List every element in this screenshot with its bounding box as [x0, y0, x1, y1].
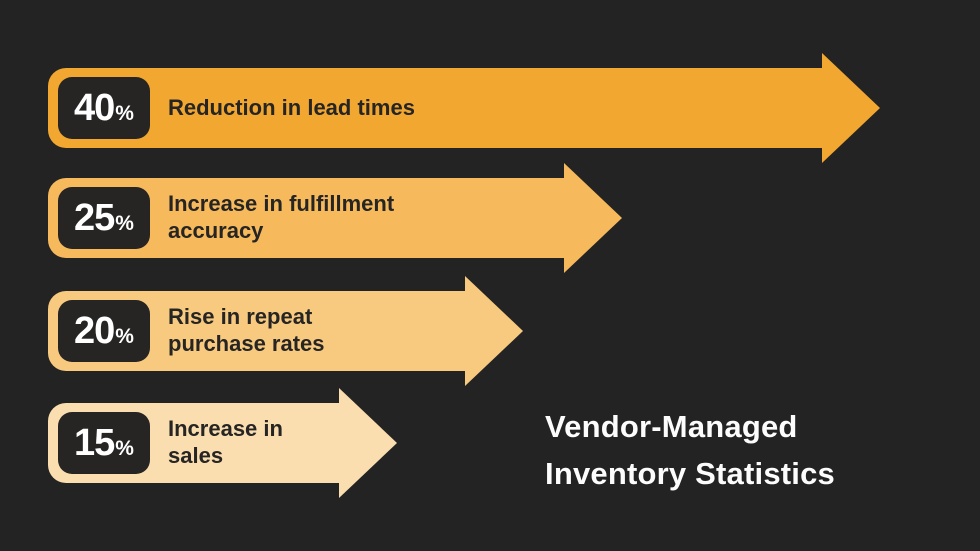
arrow-head-icon	[822, 53, 880, 163]
percent-sign: %	[115, 324, 134, 348]
stat-label: Rise in repeat purchase rates	[168, 304, 325, 356]
percent-badge: 15 %	[58, 412, 150, 474]
percent-value: 25	[74, 196, 115, 239]
arrow-body: 40 % Reduction in lead times	[48, 68, 822, 148]
stat-label: Reduction in lead times	[168, 94, 415, 120]
stat-arrow-row: 20 % Rise in repeat purchase rates	[48, 276, 523, 386]
percent-sign: %	[115, 101, 134, 125]
stat-arrow-row: 25 % Increase in fulfillment accuracy	[48, 163, 622, 273]
arrow-head-icon	[564, 163, 622, 273]
percent-badge: 40 %	[58, 77, 150, 139]
arrow-head-icon	[339, 388, 397, 498]
percent-badge: 20 %	[58, 300, 150, 362]
percent-badge: 25 %	[58, 187, 150, 249]
percent-sign: %	[115, 436, 134, 460]
page-title: Vendor-Managed Inventory Statistics	[545, 409, 835, 491]
percent-value: 20	[74, 309, 115, 352]
stat-label: Increase in fulfillment accuracy	[168, 191, 395, 243]
arrow-head-icon	[465, 276, 523, 386]
percent-value: 15	[74, 421, 115, 464]
percent-text: 15 %	[74, 422, 134, 465]
percent-value: 40	[74, 86, 115, 129]
stat-arrow-row: 15 % Increase in sales	[48, 388, 397, 498]
percent-sign: %	[115, 211, 134, 235]
percent-text: 40 %	[74, 87, 134, 130]
arrow-body: 25 % Increase in fulfillment accuracy	[48, 178, 564, 258]
arrow-body: 15 % Increase in sales	[48, 403, 339, 483]
percent-text: 20 %	[74, 310, 134, 353]
stat-arrow-row: 40 % Reduction in lead times	[48, 53, 880, 163]
stat-label: Increase in sales	[168, 416, 283, 468]
arrow-body: 20 % Rise in repeat purchase rates	[48, 291, 465, 371]
percent-text: 25 %	[74, 197, 134, 240]
